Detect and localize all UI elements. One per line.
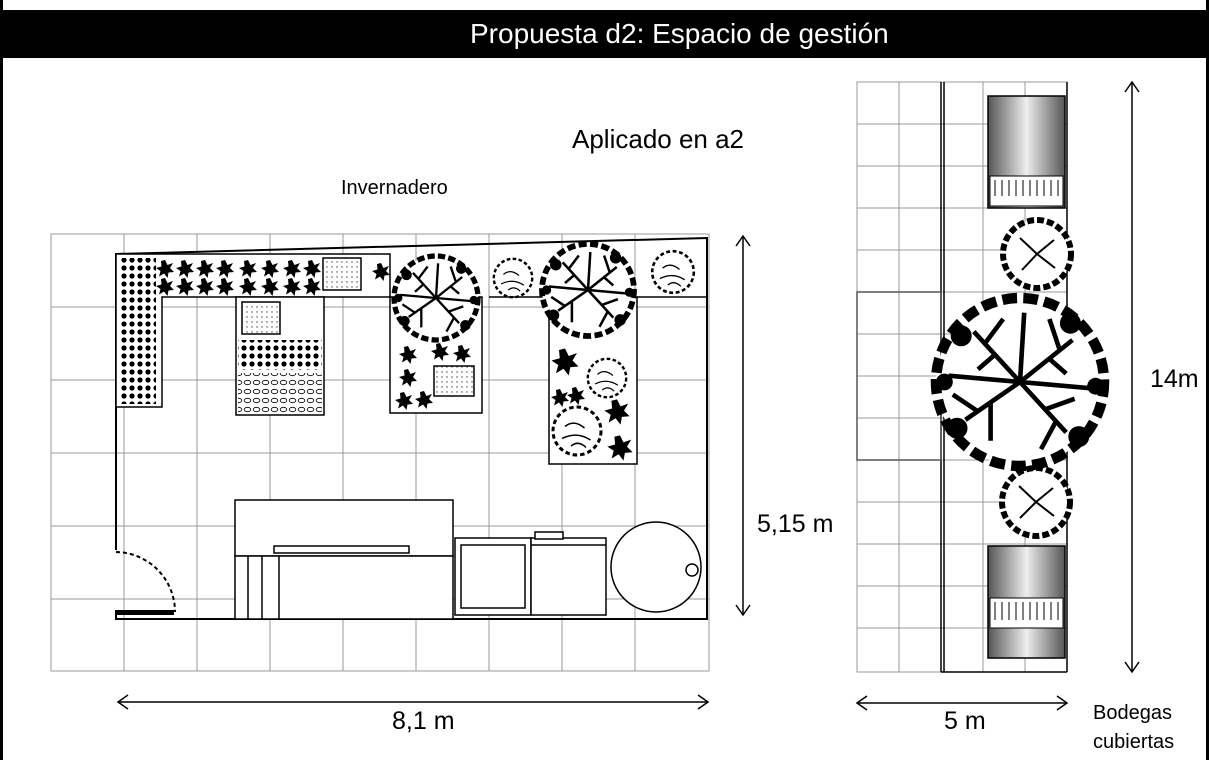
compost-box bbox=[322, 257, 362, 291]
height-left-label: 5,15 m bbox=[757, 510, 834, 538]
width-left-label: 8,1 m bbox=[392, 707, 455, 735]
vegetable-bed bbox=[235, 296, 325, 416]
work-table bbox=[234, 499, 454, 620]
site-trees bbox=[936, 217, 1104, 539]
tree-bed-1 bbox=[389, 256, 483, 414]
dimension-height-left bbox=[735, 234, 751, 617]
raised-bed bbox=[115, 253, 391, 408]
covered-storage-bottom bbox=[987, 545, 1066, 659]
tree-bed-2 bbox=[542, 244, 638, 465]
storage-cabinets bbox=[454, 531, 607, 616]
page-title: Propuesta d2: Espacio de gestión bbox=[470, 18, 889, 49]
applied-label: Aplicado en a2 bbox=[572, 124, 745, 154]
door bbox=[115, 551, 176, 615]
dimension-width-right bbox=[855, 695, 1069, 711]
water-tank bbox=[610, 521, 702, 613]
dimension-height-right bbox=[1124, 80, 1140, 674]
height-right-label: 14m bbox=[1150, 365, 1199, 393]
storage-label-line2: cubiertas bbox=[1093, 731, 1175, 753]
dimension-width-left bbox=[116, 694, 710, 710]
greenhouse-label: Invernadero bbox=[341, 177, 448, 199]
covered-storage-top bbox=[987, 95, 1066, 209]
storage-label-line1: Bodegas bbox=[1093, 702, 1172, 724]
title-bar: Propuesta d2: Espacio de gestión bbox=[0, 10, 1209, 58]
width-right-label: 5 m bbox=[944, 707, 986, 735]
